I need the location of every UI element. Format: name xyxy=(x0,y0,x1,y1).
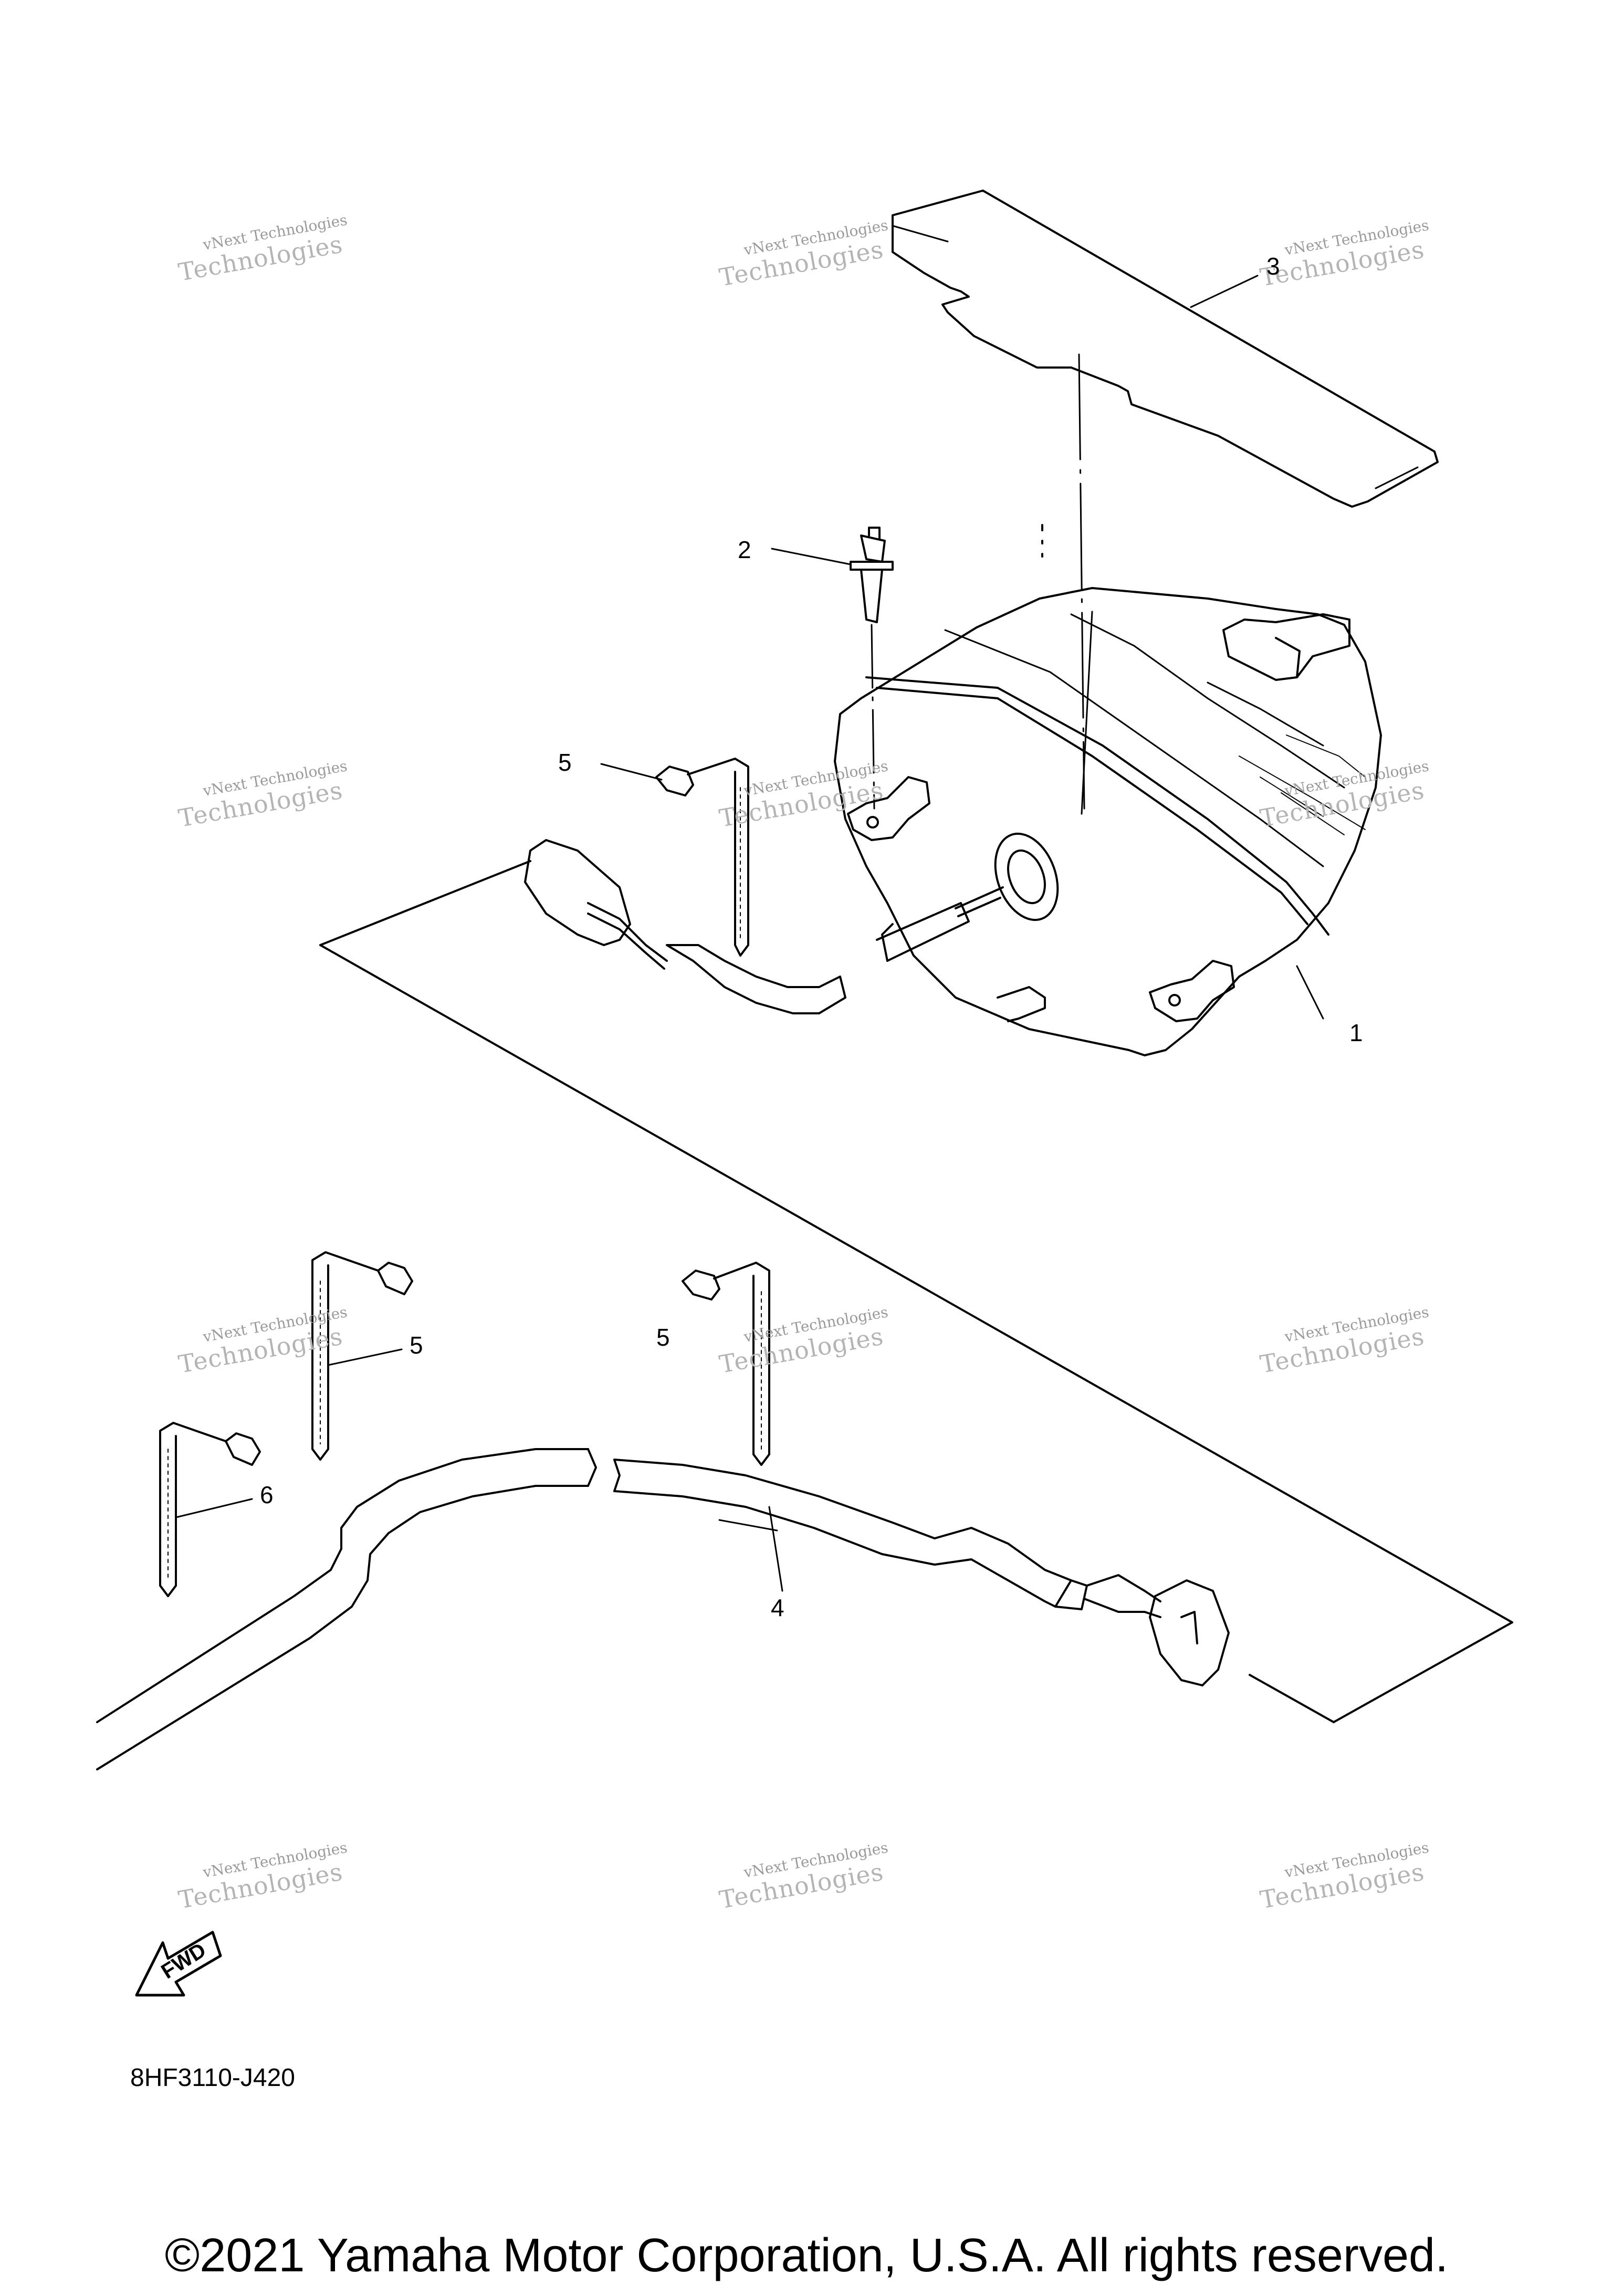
fwd-direction-arrow: FWD xyxy=(135,1931,222,1997)
callout-3[interactable]: 3 xyxy=(1266,253,1280,280)
part-2-rivet xyxy=(850,527,894,623)
tail-light-connector xyxy=(524,839,846,1014)
callout-4[interactable]: 4 xyxy=(771,1594,784,1621)
callout-2[interactable]: 2 xyxy=(738,536,751,563)
callout-5-upper[interactable]: 5 xyxy=(558,749,572,776)
part-5-cable-tie-upper xyxy=(655,758,749,957)
callout-1[interactable]: 1 xyxy=(1349,1019,1363,1046)
exploded-view-boundary xyxy=(319,353,1513,1723)
copyright-notice: ©2021 Yamaha Motor Corporation, U.S.A. A… xyxy=(164,2229,1449,2282)
part-4-wire-harness xyxy=(96,1448,1230,1770)
callout-5-lower-middle[interactable]: 5 xyxy=(656,1324,670,1351)
part-6-cable-tie xyxy=(159,1422,261,1597)
leader-lines xyxy=(175,275,1324,1592)
diagram-code: 8HF3110-J420 xyxy=(130,2064,295,2092)
part-5-cable-tie-lower-left xyxy=(311,1251,413,1461)
callout-5-lower-left[interactable]: 5 xyxy=(410,1332,423,1359)
part-5-cable-tie-lower-middle xyxy=(682,1262,770,1466)
callout-6[interactable]: 6 xyxy=(260,1481,274,1508)
part-3-lens-pad xyxy=(892,190,1439,508)
part-1-tail-light xyxy=(834,587,1382,1056)
